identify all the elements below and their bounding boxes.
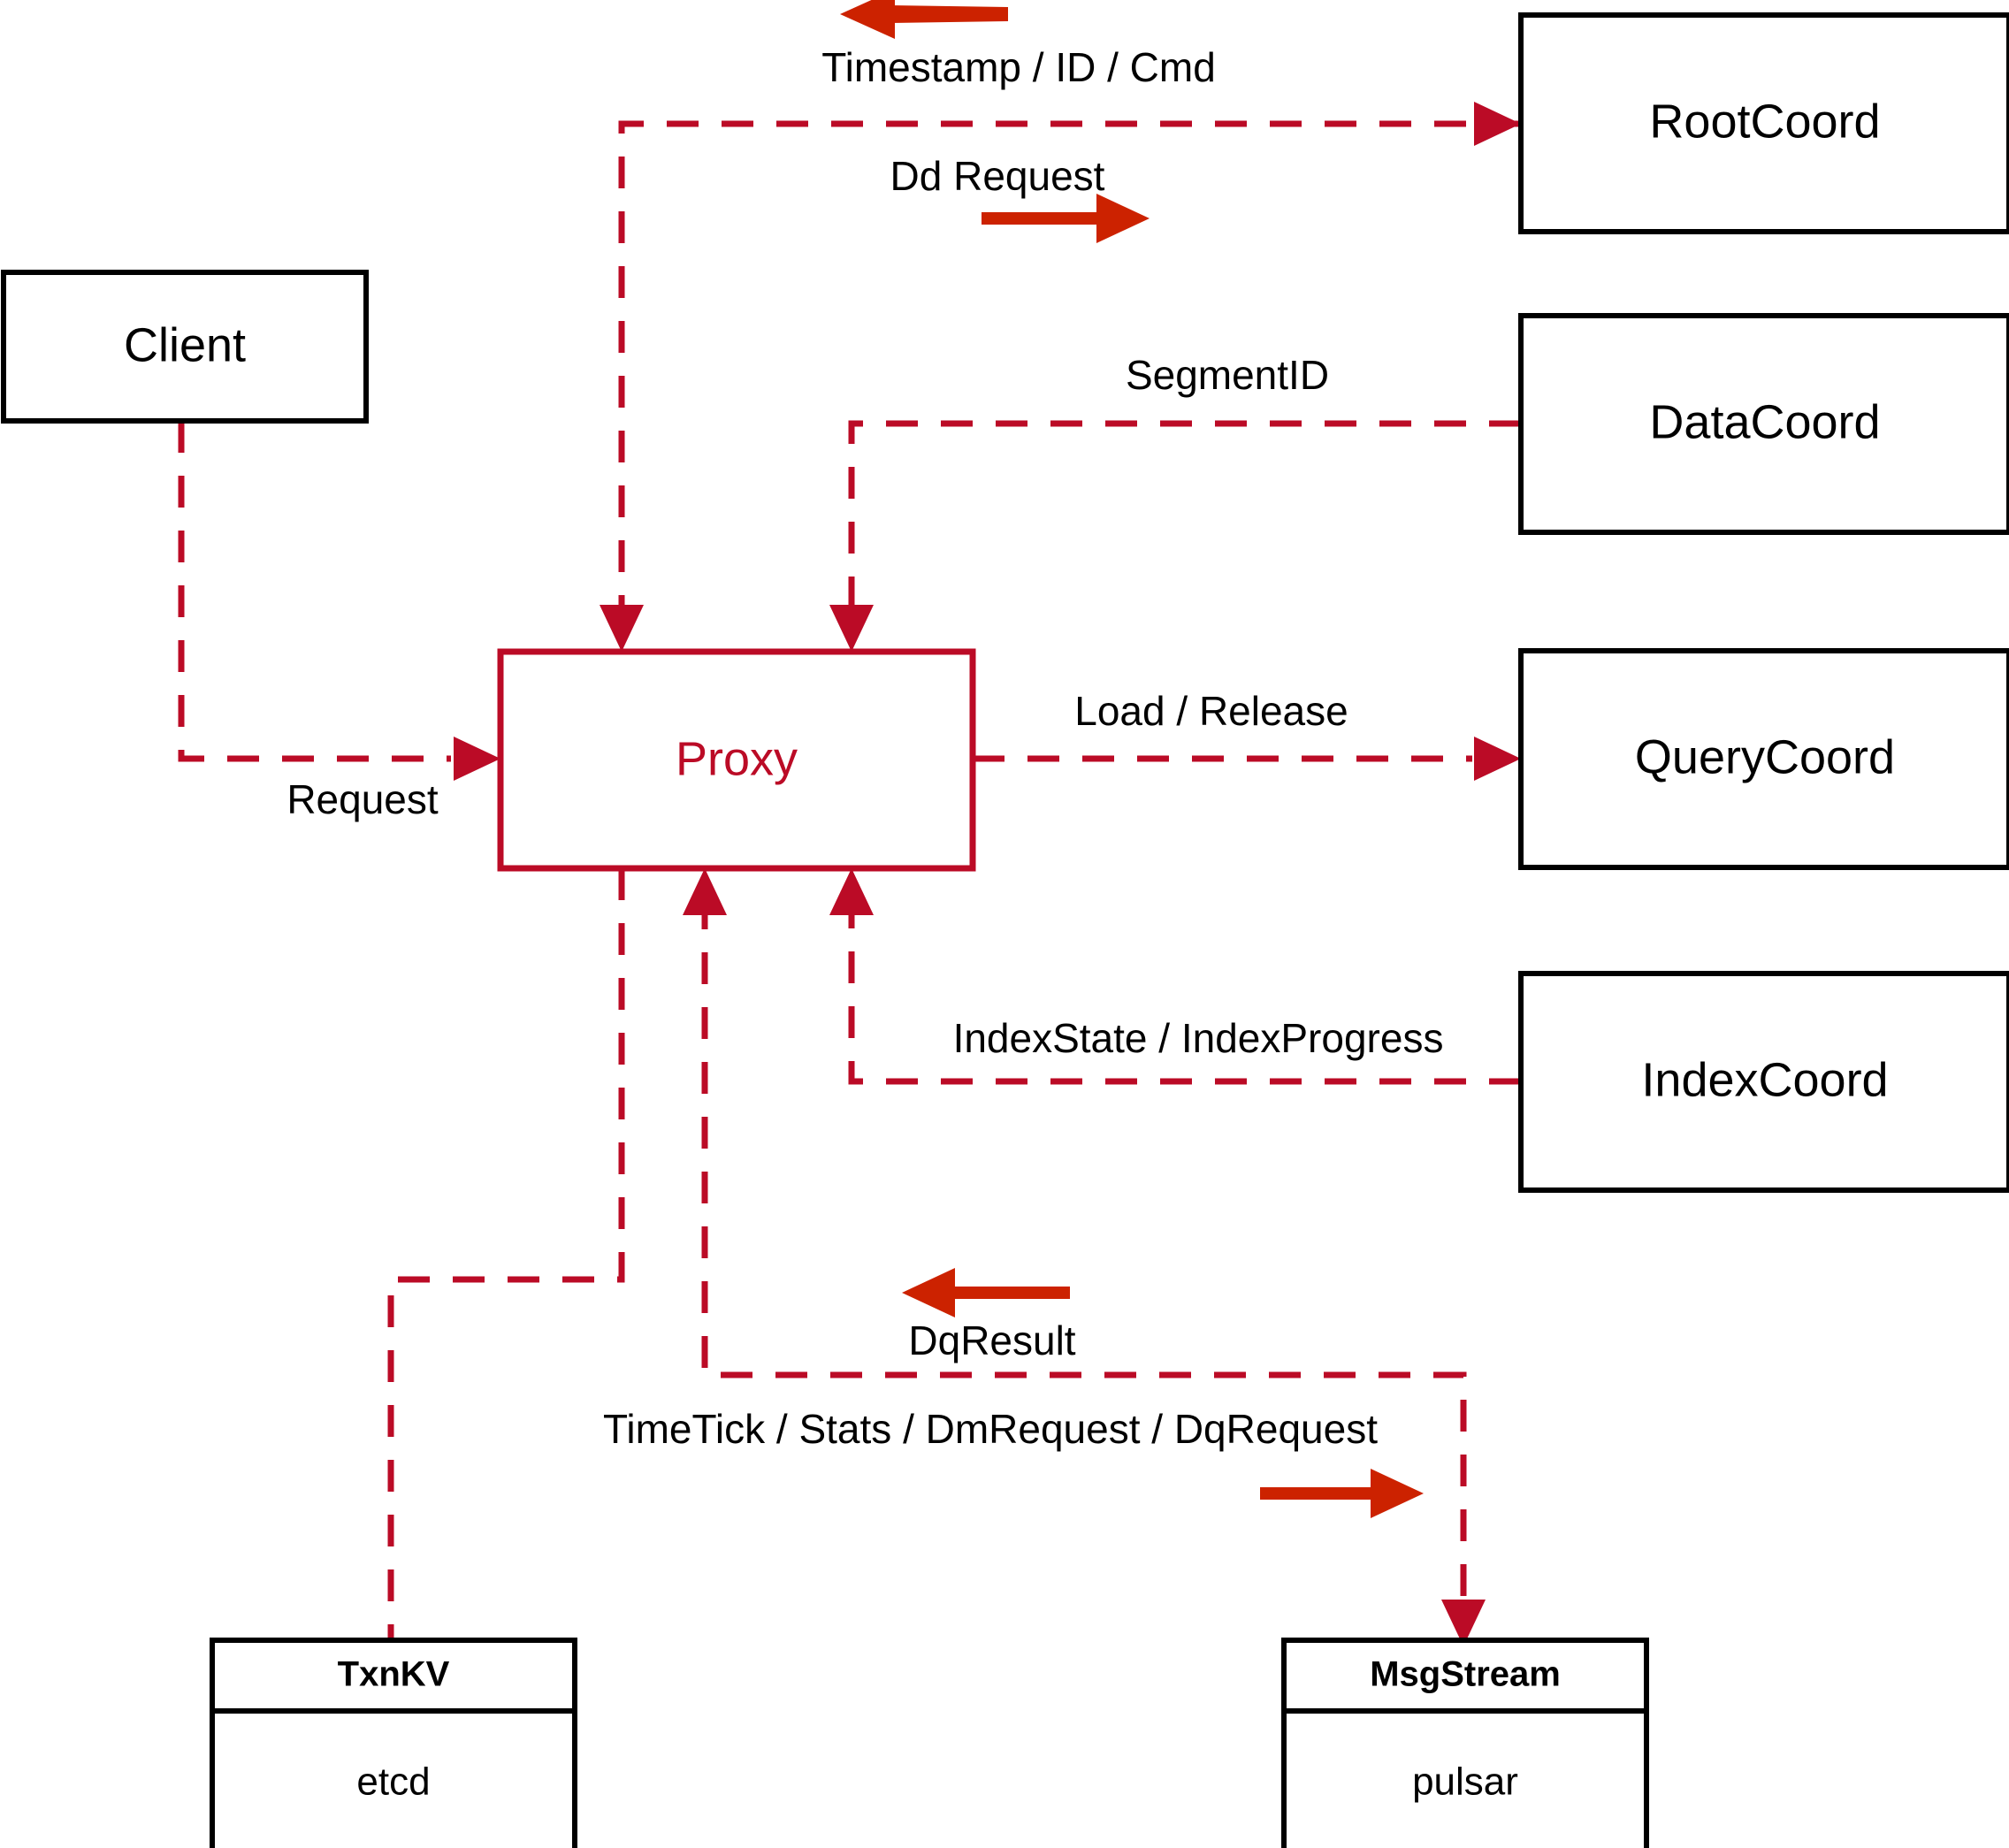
node-client[interactable]: Client (1, 270, 369, 424)
edge-dd-request (1474, 102, 1521, 146)
node-query-coord[interactable]: QueryCoord (1518, 648, 2009, 870)
edge-load-release (973, 737, 1521, 781)
arrowhead-right (454, 737, 500, 781)
node-client-label: Client (124, 318, 246, 371)
edge-timestamp-id-cmd (600, 120, 1521, 652)
node-query-coord-label: QueryCoord (1635, 730, 1895, 783)
arrowhead-up (829, 868, 874, 915)
node-data-coord[interactable]: DataCoord (1518, 313, 2009, 535)
node-index-coord-label: IndexCoord (1641, 1053, 1888, 1106)
node-txnkv[interactable]: TxnKV etcd (210, 1638, 577, 1848)
node-proxy-label: Proxy (676, 732, 798, 785)
node-root-coord[interactable]: RootCoord (1518, 12, 2009, 234)
arrowhead-up (683, 868, 727, 915)
edge-timetick-stats-dm-dq (683, 868, 1486, 1646)
node-root-coord-label: RootCoord (1649, 95, 1880, 148)
direction-arrow-dq-result (902, 1268, 1070, 1317)
edge-label-timetick-stats-dm-dq: TimeTick / Stats / DmRequest / DqRequest (603, 1406, 1378, 1452)
node-msgstream-title: MsgStream (1370, 1655, 1561, 1694)
node-msgstream-impl: pulsar (1412, 1760, 1518, 1804)
node-proxy[interactable]: Proxy (497, 648, 976, 872)
arrowhead-down (829, 605, 874, 652)
edge-label-dd-request: Dd Request (890, 153, 1105, 199)
direction-arrow-timetick (1260, 1469, 1424, 1518)
edge-txnkv-link (387, 868, 625, 1640)
edge-request (178, 421, 500, 781)
arrowhead-right (1474, 737, 1521, 781)
node-index-coord[interactable]: IndexCoord (1518, 971, 2009, 1193)
node-txnkv-title: TxnKV (338, 1655, 450, 1694)
edge-segment-id (829, 420, 1521, 652)
arrowhead-down (600, 605, 644, 652)
edge-label-segment-id: SegmentID (1126, 352, 1329, 398)
direction-arrow-timestamp (840, 0, 1008, 39)
arrowhead-right (1474, 102, 1521, 146)
edge-label-index-state-progress: IndexState / IndexProgress (953, 1015, 1444, 1061)
edge-index-state-progress (829, 868, 1521, 1085)
node-txnkv-impl: etcd (356, 1760, 430, 1804)
node-data-coord-label: DataCoord (1649, 395, 1880, 448)
edge-label-dq-result: DqResult (908, 1317, 1075, 1363)
direction-arrow-dd-request (982, 194, 1150, 243)
edge-label-load-release: Load / Release (1074, 688, 1348, 734)
edge-label-timestamp-id-cmd: Timestamp / ID / Cmd (821, 44, 1216, 90)
edge-label-request: Request (286, 776, 439, 822)
node-msgstream[interactable]: MsgStream pulsar (1281, 1638, 1649, 1848)
arrowhead-down (1441, 1600, 1486, 1646)
